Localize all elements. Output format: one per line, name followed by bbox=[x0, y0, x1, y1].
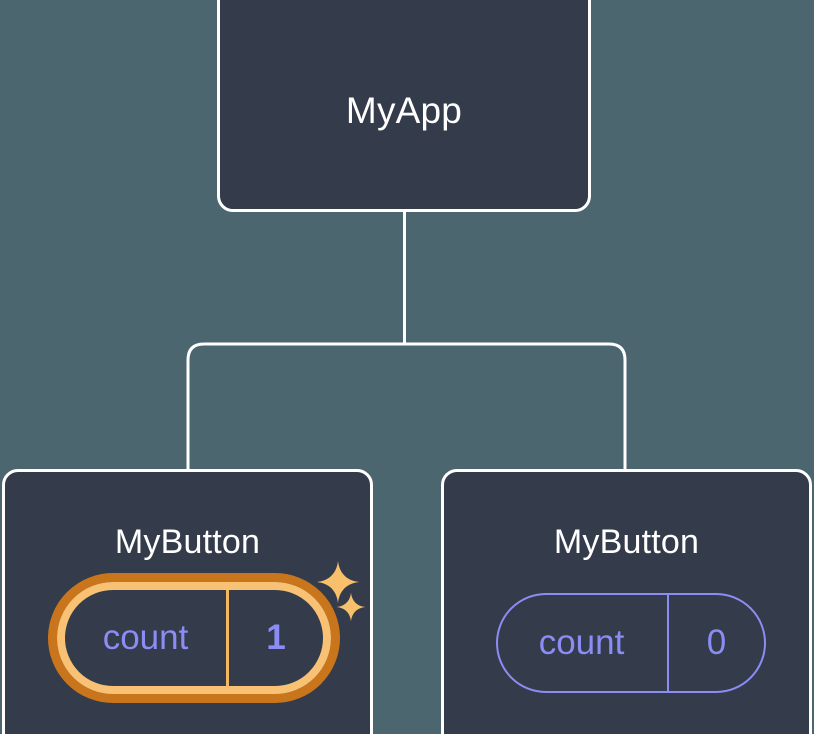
node-myapp[interactable]: MyApp bbox=[217, 0, 591, 212]
state-pill-left-inner-ring: count 1 bbox=[57, 582, 331, 694]
node-myapp-title: MyApp bbox=[345, 90, 463, 131]
state-value-left: 1 bbox=[266, 618, 286, 657]
node-mybutton-right-title: MyButton bbox=[553, 523, 700, 561]
node-mybutton-right[interactable]: MyButton count 0 bbox=[441, 469, 812, 734]
state-key-right: count bbox=[498, 595, 669, 691]
state-pill-right[interactable]: count 0 bbox=[496, 593, 766, 693]
connector-branch-bar bbox=[186, 342, 627, 470]
state-pill-left-highlighted[interactable]: count 1 bbox=[48, 573, 340, 703]
node-mybutton-left-title: MyButton bbox=[114, 523, 261, 561]
state-value-right: 0 bbox=[706, 623, 727, 662]
state-key-left: count bbox=[65, 590, 229, 686]
node-mybutton-left[interactable]: MyButton count 1 bbox=[2, 469, 373, 734]
